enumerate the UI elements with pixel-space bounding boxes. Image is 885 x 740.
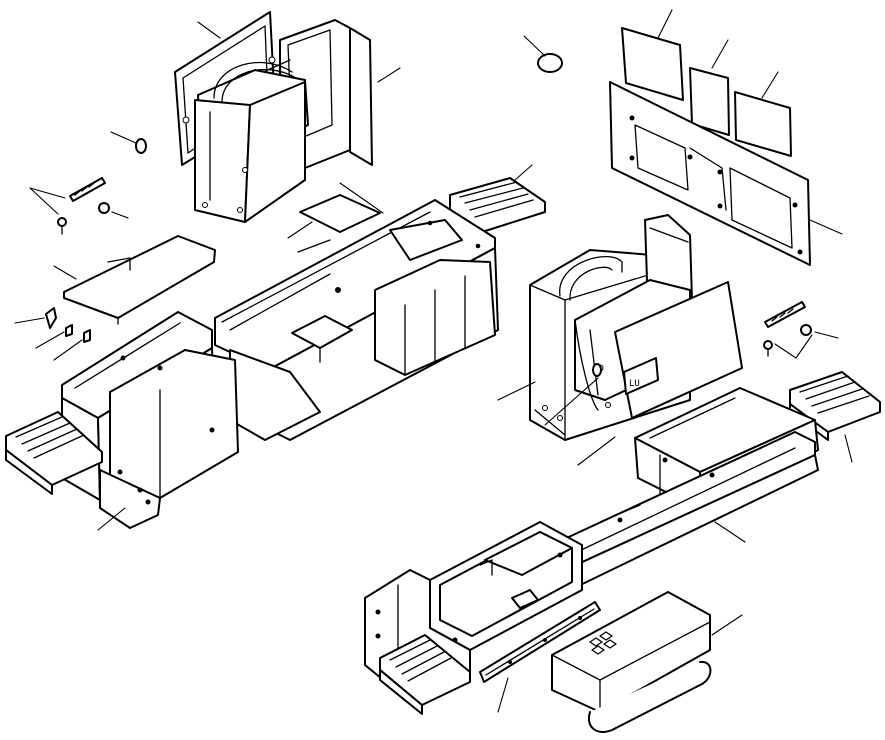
screw-right [763,340,773,357]
side-rail-strip [479,601,601,683]
decal-text: LU [629,379,640,389]
rubber-seal-3 [734,91,792,157]
nut-right [800,324,812,336]
step-lower-left [5,411,103,495]
bolt-small-1 [135,138,147,154]
right-window-plate [609,81,811,266]
right-cover-plate: LU [614,281,743,419]
left-floor-frame [214,199,499,441]
clip-1 [45,307,57,329]
cap [537,53,563,73]
access-plate-small [299,182,384,233]
left-cover-plate [63,235,216,325]
left-storage-box [61,311,239,529]
screw-left [57,217,67,235]
clip-3 [83,329,91,343]
left-handle-bar [69,177,106,202]
right-handle-bar [764,301,806,328]
right-floor-frame [544,431,819,591]
nut-left [98,202,110,214]
tool-box-cover [551,591,712,733]
left-battery-box [194,61,309,223]
clip-right [592,363,602,377]
clip-2 [65,324,73,337]
rubber-seal-2 [689,67,730,136]
step-lower-right [379,634,471,715]
rubber-seal-1 [621,27,684,101]
